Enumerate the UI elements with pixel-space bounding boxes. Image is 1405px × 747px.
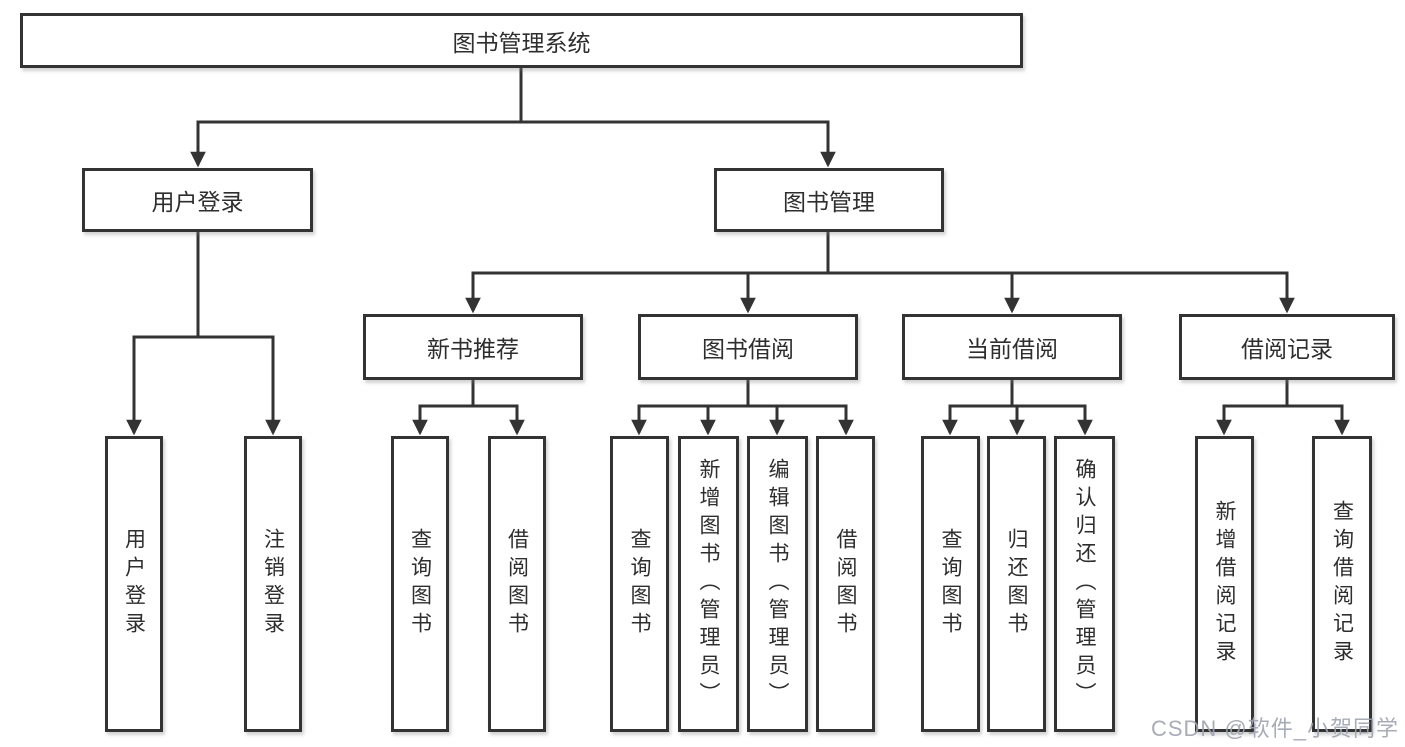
leaf-user-login-label: 用户登录 bbox=[122, 528, 146, 640]
leaf-borrowing-borrow-books-label: 借阅图书 bbox=[834, 528, 857, 640]
leaf-records-query-borrow-record-label: 查询借阅记录 bbox=[1330, 500, 1354, 668]
leaf-logout: 注销登录 bbox=[244, 436, 302, 732]
node-root: 图书管理系统 bbox=[20, 13, 1023, 68]
leaf-borrowing-edit-books-admin-label: 编辑图书（管理员） bbox=[766, 458, 789, 710]
node-book-borrowing-label: 图书借阅 bbox=[702, 336, 794, 362]
node-root-label: 图书管理系统 bbox=[452, 29, 591, 56]
leaf-borrowing-edit-books-admin: 编辑图书（管理员） bbox=[747, 436, 808, 732]
leaf-logout-label: 注销登录 bbox=[261, 528, 285, 640]
node-user-login-label: 用户登录 bbox=[151, 189, 244, 215]
leaf-current-return-books: 归还图书 bbox=[987, 436, 1046, 732]
node-new-book-recommendation: 新书推荐 bbox=[363, 314, 583, 380]
leaf-borrowing-borrow-books: 借阅图书 bbox=[816, 436, 875, 732]
node-book-management: 图书管理 bbox=[714, 168, 944, 232]
leaf-recommend-borrow-books-label: 借阅图书 bbox=[505, 528, 529, 640]
leaf-recommend-query-books-label: 查询图书 bbox=[408, 528, 432, 640]
node-new-book-recommendation-label: 新书推荐 bbox=[427, 336, 519, 362]
leaf-borrowing-query-books: 查询图书 bbox=[610, 436, 669, 732]
node-user-login: 用户登录 bbox=[82, 168, 313, 232]
node-borrowing-records: 借阅记录 bbox=[1179, 314, 1395, 380]
leaf-user-login: 用户登录 bbox=[105, 436, 163, 732]
leaf-current-confirm-return-admin-label: 确认归还（管理员） bbox=[1073, 458, 1096, 710]
leaf-records-add-borrow-record: 新增借阅记录 bbox=[1195, 436, 1254, 732]
leaf-current-confirm-return-admin: 确认归还（管理员） bbox=[1054, 436, 1115, 732]
node-current-borrowing: 当前借阅 bbox=[902, 314, 1122, 380]
leaf-borrowing-add-books-admin: 新增图书（管理员） bbox=[678, 436, 739, 732]
leaf-current-query-books: 查询图书 bbox=[921, 436, 980, 732]
node-current-borrowing-label: 当前借阅 bbox=[966, 336, 1058, 362]
csdn-watermark: CSDN @软件_小贺同学 bbox=[1150, 716, 1399, 741]
leaf-borrowing-add-books-admin-label: 新增图书（管理员） bbox=[697, 458, 720, 710]
leaf-current-return-books-label: 归还图书 bbox=[1005, 528, 1028, 640]
leaf-records-query-borrow-record: 查询借阅记录 bbox=[1312, 436, 1372, 732]
leaf-recommend-query-books: 查询图书 bbox=[391, 436, 449, 732]
leaf-current-query-books-label: 查询图书 bbox=[939, 528, 962, 640]
leaf-records-add-borrow-record-label: 新增借阅记录 bbox=[1213, 500, 1236, 668]
node-borrowing-records-label: 借阅记录 bbox=[1241, 336, 1333, 362]
node-book-borrowing: 图书借阅 bbox=[638, 314, 858, 380]
leaf-borrowing-query-books-label: 查询图书 bbox=[628, 528, 651, 640]
node-book-management-label: 图书管理 bbox=[783, 189, 875, 215]
leaf-recommend-borrow-books: 借阅图书 bbox=[488, 436, 546, 732]
